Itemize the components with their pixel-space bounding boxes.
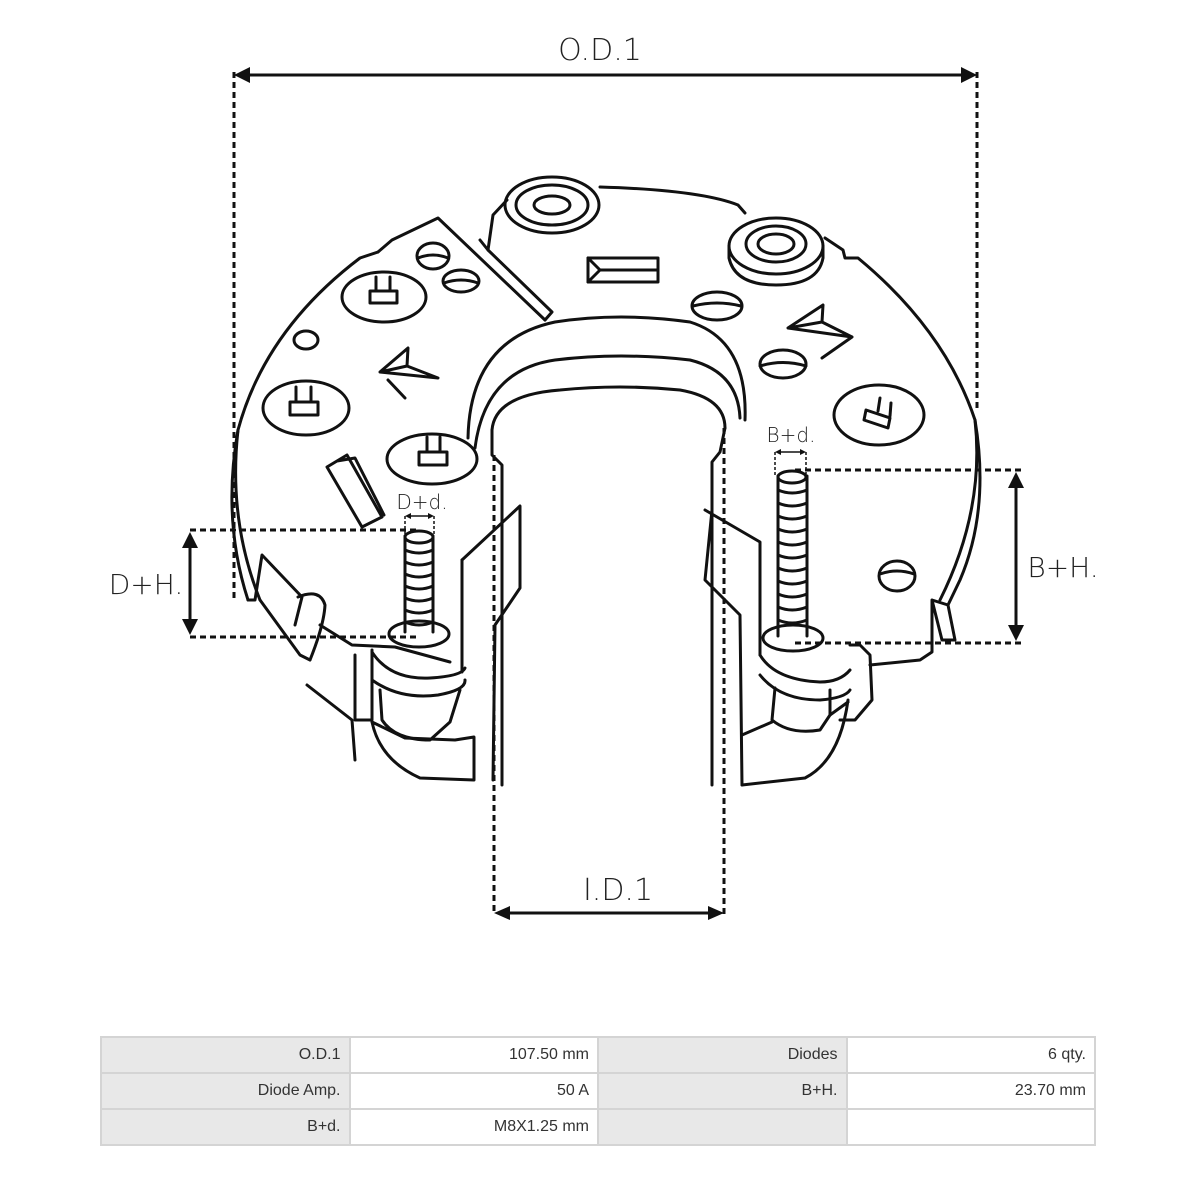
spec-value: [845, 1108, 1096, 1146]
label-b-height: B+H.: [1027, 551, 1098, 584]
spec-key: Diode Amp.: [100, 1072, 351, 1110]
label-d-diameter: D+d.: [396, 490, 447, 514]
label-d-height: D+H.: [109, 568, 183, 601]
mounting-holes: [292, 241, 917, 593]
center-marking: [586, 256, 660, 284]
table-row: O.D.1 107.50 mm Diodes 6 qty.: [100, 1036, 1096, 1074]
terminal-boss-left: [503, 175, 601, 235]
d-stud: [387, 529, 451, 649]
diode-4: [832, 383, 926, 447]
label-od1: O.D.1: [558, 33, 642, 68]
rectifier-body: [230, 185, 982, 787]
label-id1: I.D.1: [583, 873, 653, 908]
spec-key: O.D.1: [100, 1036, 351, 1074]
spec-key: Diodes: [597, 1036, 848, 1074]
table-row: B+d. M8X1.25 mm: [100, 1108, 1096, 1146]
diodes: [261, 270, 926, 486]
triangle-markings: [378, 303, 854, 400]
spec-key: [597, 1108, 848, 1146]
spec-value: 23.70 mm: [845, 1072, 1096, 1110]
dimension-lines: [182, 67, 1024, 920]
diode-1: [340, 270, 428, 324]
rectifier-diagram: O.D.1 I.D.1 D+H. D+d. B+H. B+d.: [109, 33, 1099, 920]
spec-table: O.D.1 107.50 mm Diodes 6 qty. Diode Amp.…: [100, 1036, 1096, 1146]
spec-value: 50 A: [348, 1072, 599, 1110]
table-row: Diode Amp. 50 A B+H. 23.70 mm: [100, 1072, 1096, 1110]
spec-key: B+d.: [100, 1108, 351, 1146]
spec-value: 6 qty.: [845, 1036, 1096, 1074]
right-mount-structure: [703, 508, 957, 787]
spec-value: M8X1.25 mm: [348, 1108, 599, 1146]
spec-key: B+H.: [597, 1072, 848, 1110]
terminal-boss-right: [727, 216, 825, 287]
diode-2: [261, 379, 351, 437]
slanted-bar: [325, 453, 386, 529]
spec-value: 107.50 mm: [348, 1036, 599, 1074]
diode-3: [385, 432, 479, 486]
label-b-diameter: B+d.: [767, 423, 816, 447]
left-mount-structure: [246, 504, 522, 782]
b-stud: [761, 469, 825, 653]
